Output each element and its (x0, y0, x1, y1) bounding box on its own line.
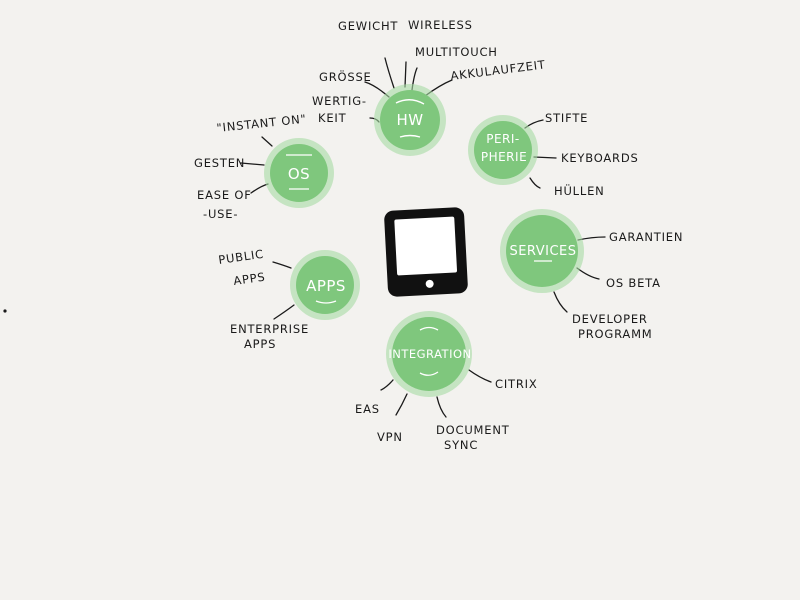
hub-integration: INTEGRATION CITRIX EAS VPN DOCUMENT SYNC (355, 311, 538, 452)
hub-circle (380, 90, 440, 150)
connector (240, 162, 265, 166)
connector (384, 57, 395, 89)
connector (272, 261, 292, 269)
leaf-label: AKKULAUFZEIT (450, 57, 547, 83)
connector (468, 369, 492, 383)
hub-os: OS "INSTANT ON" GESTEN EASE OF -USE- (194, 112, 334, 221)
connector (404, 61, 407, 88)
leaf-label: HÜLLEN (554, 182, 605, 198)
leaf-label: -USE- (203, 207, 238, 221)
hub-peripherie: PERI- PHERIE STIFTE KEYBOARDS HÜLLEN (468, 111, 639, 198)
hub-label-line2: PHERIE (481, 150, 527, 164)
hub-hw: HW GEWICHT WIRELESS MULTITOUCH GRÖSSE AK… (312, 18, 547, 156)
leaf-label: GEWICHT (338, 19, 398, 33)
leaf-label: GRÖSSE (319, 68, 372, 84)
leaf-label: SYNC (444, 438, 478, 452)
leaf-label: DOCUMENT (436, 423, 510, 437)
leaf-label: GESTEN (194, 156, 245, 170)
connector (533, 156, 557, 159)
hub-label: PERI- (486, 132, 520, 146)
connector (553, 291, 568, 313)
hub-circle (392, 317, 466, 391)
leaf-label: EAS (355, 402, 380, 416)
connector (576, 267, 600, 280)
tablet-icon (384, 207, 468, 297)
connector (380, 379, 394, 391)
hub-label: HW (396, 111, 423, 129)
connector (395, 393, 408, 416)
leaf-label: APPS (244, 337, 276, 351)
leaf-label: ENTERPRISE (230, 322, 309, 336)
leaf-label: OS BETA (606, 276, 661, 290)
leaf-label: GARANTIEN (609, 230, 683, 244)
leaf-label: PUBLIC (217, 247, 264, 267)
leaf-label: MULTITOUCH (415, 45, 498, 59)
connector (250, 183, 269, 194)
hub-label: APPS (306, 277, 346, 295)
hub-circle (506, 215, 578, 287)
stray-dot (3, 309, 7, 313)
connector (273, 304, 295, 320)
leaf-label: CITRIX (495, 377, 538, 391)
connector (436, 396, 447, 418)
leaf-label: PROGRAMM (578, 327, 653, 341)
hub-services: SERVICES GARANTIEN OS BETA DEVELOPER PRO… (500, 209, 683, 341)
leaf-label: EASE OF (197, 188, 252, 202)
leaf-label: WIRELESS (408, 18, 473, 32)
hub-label: SERVICES (509, 244, 576, 259)
hub-circle (296, 256, 354, 314)
connector (261, 136, 273, 147)
leaf-label: KEYBOARDS (561, 151, 639, 165)
leaf-label: KEIT (318, 111, 347, 125)
leaf-label: DEVELOPER (572, 312, 648, 326)
leaf-label: VPN (377, 430, 403, 444)
hub-circle (270, 144, 328, 202)
leaf-label: WERTIG- (312, 94, 367, 108)
leaf-label: STIFTE (545, 111, 588, 125)
hub-circle (474, 121, 532, 179)
leaf-label: APPS (232, 270, 266, 288)
hub-apps: APPS PUBLIC APPS ENTERPRISE APPS (217, 247, 360, 351)
hub-label: INTEGRATION (388, 347, 471, 361)
leaf-label: "INSTANT ON" (216, 112, 307, 135)
hub-label: OS (288, 165, 310, 183)
connector (529, 177, 541, 189)
